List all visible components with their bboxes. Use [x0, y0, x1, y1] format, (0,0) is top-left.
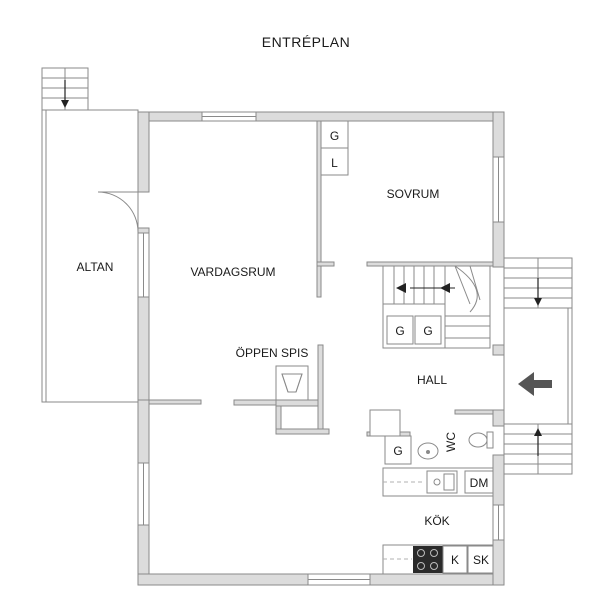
wc-fixtures: G — [369, 409, 494, 465]
down-arrow-icon — [61, 80, 69, 108]
room-label-sovrum: SOVRUM — [387, 187, 440, 201]
up-arrow-icon — [534, 428, 542, 456]
room-label-altan: ALTAN — [77, 260, 114, 274]
room-label-kok: KÖK — [424, 514, 449, 528]
kitchen-counter-top: DM — [382, 467, 494, 497]
wc-g-label: G — [393, 444, 402, 458]
hall-wardrobe-g1-label: G — [395, 324, 404, 338]
freezer-label: SK — [473, 553, 489, 567]
stair-arrow-icon — [396, 283, 450, 293]
wardrobe-hall: G G — [382, 303, 446, 349]
wardrobe-l-label: L — [331, 156, 338, 170]
fireplace — [275, 344, 330, 435]
wardrobe-sovrum: G L — [320, 120, 349, 176]
wardrobe-g-label: G — [330, 129, 339, 143]
windows — [137, 111, 505, 586]
hall-wardrobe-g2-label: G — [423, 324, 432, 338]
entrance-arrow-icon — [518, 372, 552, 396]
down-arrow-icon — [534, 278, 542, 306]
plan-title: ENTRÉPLAN — [262, 34, 351, 50]
room-label-oppen-spis: ÖPPEN SPIS — [236, 346, 309, 360]
room-label-vardagsrum: VARDAGSRUM — [190, 265, 275, 279]
entrance-porch — [503, 257, 573, 475]
balcony-altan — [41, 67, 139, 403]
altan-door — [97, 191, 139, 233]
kitchen-counter-bottom: K SK — [382, 544, 494, 575]
room-label-wc: WC — [444, 432, 458, 452]
fridge-label: K — [451, 553, 459, 567]
room-label-hall: HALL — [417, 373, 447, 387]
dishwasher-label: DM — [470, 476, 489, 490]
